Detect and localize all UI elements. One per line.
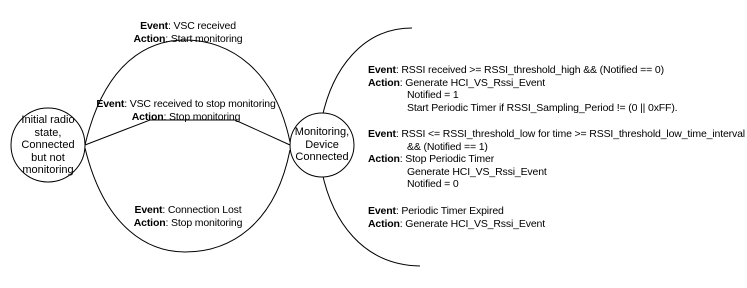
event-key: Event — [134, 204, 163, 216]
action-key: Action — [133, 216, 166, 229]
action-key: Action — [368, 153, 400, 165]
action-text: : Start monitoring — [165, 32, 243, 45]
action-text: : Stop monitoring — [165, 216, 243, 229]
initial-state-line: but not — [31, 151, 65, 164]
action-key: Action — [131, 110, 164, 123]
transition-label-rssi-low: Event: RSSI <= RSSI_threshold_low for ti… — [368, 128, 745, 191]
self-loop-arc-monitoring — [321, 27, 421, 267]
initial-state-label: Initial radio state, Connected but not m… — [12, 114, 84, 177]
initial-state-line: state, — [34, 126, 62, 139]
event-line: && (Notified == 1) — [407, 140, 488, 153]
action-key: Action — [133, 32, 166, 45]
event-text: : VSC received to stop monitoring — [124, 98, 276, 110]
action-line: Start Periodic Timer if RSSI_Sampling_Pe… — [407, 101, 678, 114]
monitoring-state-line: Monitoring, — [294, 126, 350, 138]
action-text: : Stop Periodic Timer — [399, 153, 495, 165]
transition-arc-vsc-received — [84, 39, 291, 146]
monitoring-state-circle — [289, 112, 355, 178]
action-text: : Stop monitoring — [163, 110, 241, 123]
initial-state-circle — [10, 107, 86, 183]
transition-arc-connection-lost — [84, 147, 291, 253]
action-text: : Generate HCI_VS_Rssi_Event — [399, 217, 545, 230]
initial-state-line: Connected — [21, 139, 75, 151]
initial-state-line: Initial radio — [21, 114, 75, 126]
event-key: Event — [96, 98, 125, 110]
transition-label-vsc-stop: Event: VSC received to stop monitoring A… — [88, 98, 284, 123]
transition-label-rssi-high: Event: RSSI received >= RSSI_threshold_h… — [368, 64, 678, 114]
monitoring-state-line: Device — [305, 138, 339, 151]
event-key: Event — [140, 20, 168, 32]
transition-arc-vsc-stop — [84, 119, 291, 146]
monitoring-state-line: Connected — [295, 151, 349, 163]
monitoring-state-label: Monitoring, Device Connected — [287, 126, 357, 164]
event-text: : Connection Lost — [162, 204, 242, 216]
transition-label-timer-expired: Event: Periodic Timer Expired Action: Ge… — [368, 205, 545, 230]
event-key: Event — [368, 128, 396, 140]
transition-label-vsc-received: Event: VSC received Action: Start monito… — [118, 20, 258, 45]
action-key: Action — [368, 76, 400, 89]
action-line: Generate HCI_VS_Rssi_Event — [407, 165, 547, 178]
event-key: Event — [368, 64, 396, 76]
action-line: Notified = 0 — [407, 178, 459, 190]
event-key: Event — [368, 205, 396, 217]
event-text: : VSC received — [167, 20, 236, 32]
transition-label-connection-lost: Event: Connection Lost Action: Stop moni… — [118, 204, 258, 229]
event-text: : RSSI received >= RSSI_threshold_high &… — [395, 64, 664, 76]
action-line: Notified = 1 — [407, 89, 459, 101]
action-key: Action — [368, 217, 400, 230]
event-text: : RSSI <= RSSI_threshold_low for time >=… — [395, 128, 745, 140]
initial-state-line: monitoring — [22, 164, 74, 176]
event-text: : Periodic Timer Expired — [395, 205, 504, 217]
action-text: : Generate HCI_VS_Rssi_Event — [399, 76, 545, 89]
